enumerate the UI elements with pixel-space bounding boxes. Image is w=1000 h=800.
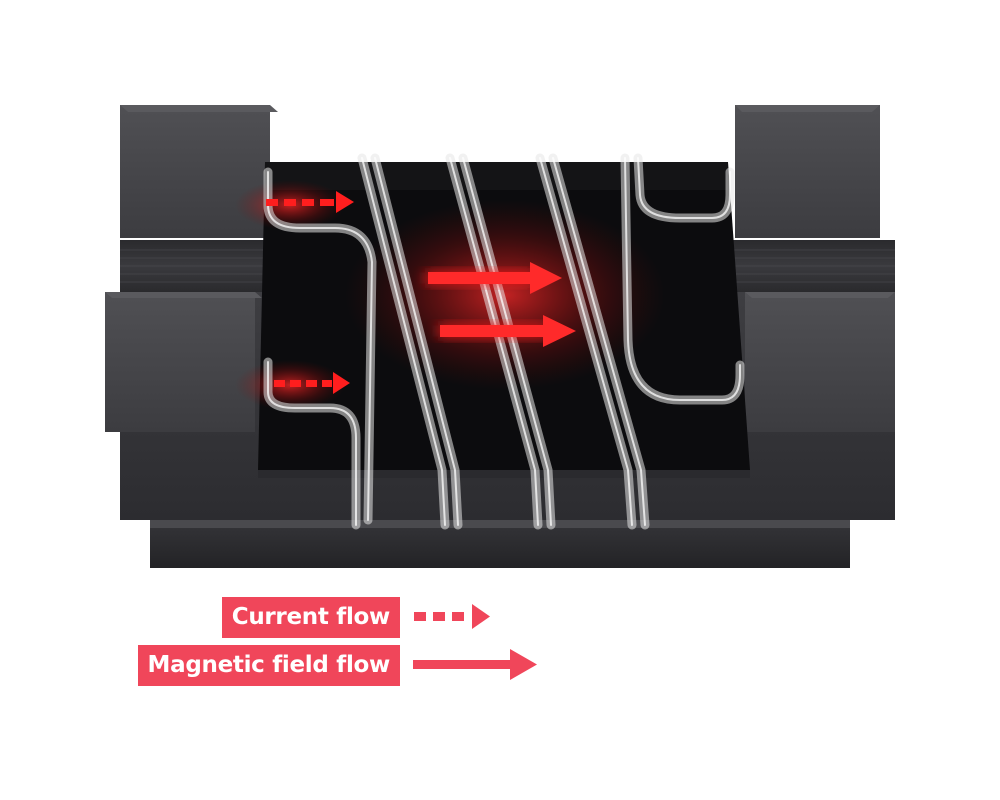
magnetic-field-flow-label: Magnetic field flow — [137, 645, 400, 686]
magnetic-field-arrow-bottom — [438, 315, 576, 347]
legend-current-flow: Current flow — [221, 597, 400, 638]
base-plate — [150, 520, 850, 568]
magnetic-field-arrow-top — [425, 262, 562, 294]
solid-arrow-right-icon — [413, 649, 537, 680]
right-core-leg — [735, 105, 895, 432]
dashed-arrow-right-icon — [414, 604, 490, 629]
windings — [263, 153, 745, 530]
left-core-leg — [105, 105, 278, 432]
current-flow-arrow-bottom — [274, 372, 350, 394]
current-flow-label: Current flow — [221, 597, 400, 638]
legend-magnetic-field-flow: Magnetic field flow — [137, 645, 400, 686]
current-flow-arrow-top — [266, 191, 354, 213]
